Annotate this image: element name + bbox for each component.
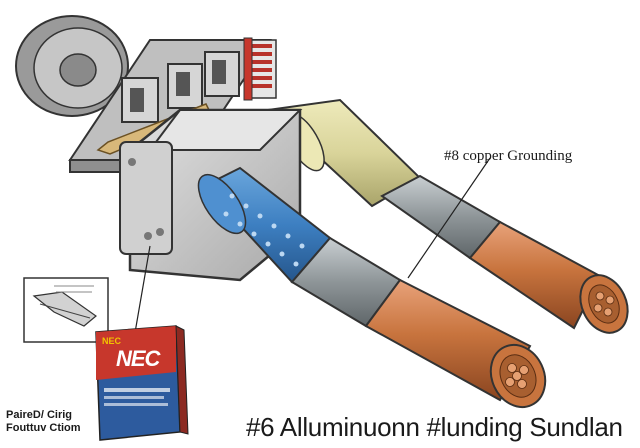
blue-insulated-cable	[197, 166, 332, 284]
coil-spring-terminal	[243, 37, 277, 101]
callout-copper-grounding: #8 copper Grounding	[444, 148, 573, 164]
terminal-blocks	[121, 51, 240, 123]
upper-copper-conductor	[468, 220, 629, 334]
inset-sketch	[23, 277, 109, 343]
lower-copper-conductor	[364, 278, 547, 409]
end-cap-disc	[15, 15, 129, 117]
book-side-label-line1: PaireD/ Cirig	[6, 409, 73, 421]
caption-aluminum-bonding: #6 Alluminuonn #lunding Sundlan	[246, 412, 623, 442]
book-corner-mark: NEC	[102, 336, 122, 346]
book-side-label-line2: Fouttuv Ctiom	[6, 422, 81, 434]
nec-code-book	[95, 325, 189, 441]
book-title: NEC	[116, 346, 160, 371]
